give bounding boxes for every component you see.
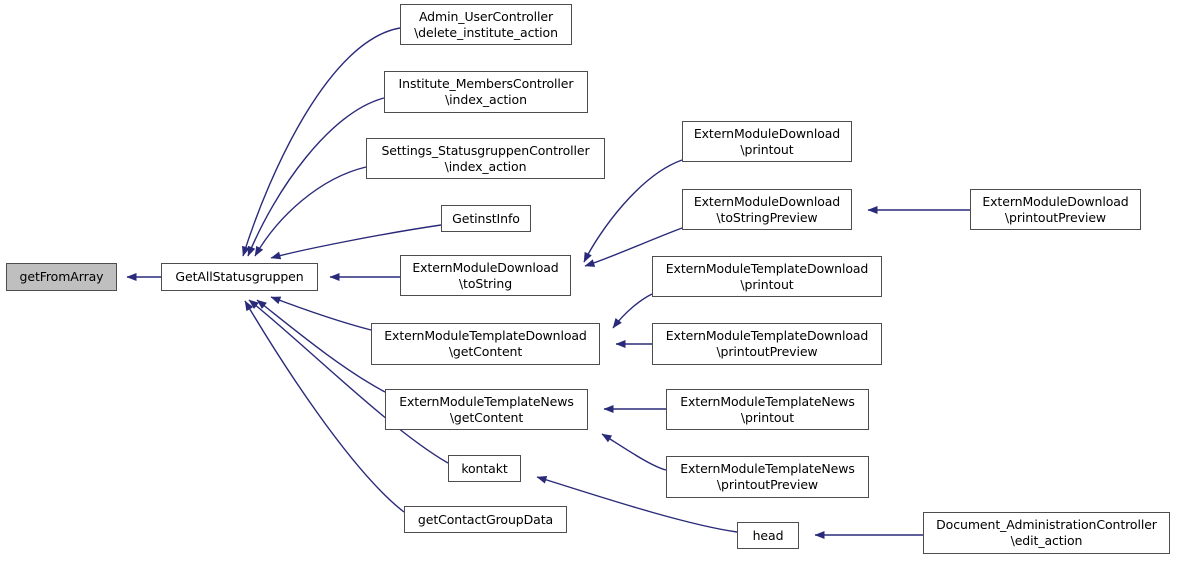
graph-node-label: getFromArray — [19, 269, 104, 284]
graph-node-Settings_StatusgruppenController_index_action[interactable]: Settings_StatusgruppenController \index_… — [366, 138, 605, 179]
graph-node-Admin_UserController_delete_institute_action[interactable]: Admin_UserController \delete_institute_a… — [400, 4, 572, 45]
graph-node-label: ExternModuleTemplateNews \printoutPrevie… — [680, 461, 855, 492]
graph-node-label: head — [752, 527, 784, 543]
call-edge — [601, 433, 667, 471]
graph-node-ExternModuleDownload_toStringPreview[interactable]: ExternModuleDownload \toStringPreview — [682, 189, 852, 230]
graph-node-ExternModuleTemplateNews_printout[interactable]: ExternModuleTemplateNews \printout — [666, 389, 869, 430]
graph-node-ExternModuleDownload_printout[interactable]: ExternModuleDownload \printout — [682, 121, 852, 162]
graph-node-label: Admin_UserController \delete_institute_a… — [414, 8, 558, 40]
graph-node-ExternModuleDownload_printoutPreview[interactable]: ExternModuleDownload \printoutPreview — [970, 189, 1141, 230]
graph-node-label: GetAllStatusgruppen — [175, 269, 304, 284]
graph-node-ExternModuleTemplateDownload_getContent[interactable]: ExternModuleTemplateDownload \getContent — [371, 323, 600, 365]
graph-node-label: ExternModuleTemplateNews \printout — [680, 393, 855, 425]
graph-node-Institute_MembersController_index_action[interactable]: Institute_MembersController \index_actio… — [384, 71, 588, 113]
graph-node-label: getContactGroupData — [417, 511, 554, 527]
graph-node-label: ExternModuleDownload \printoutPreview — [982, 193, 1129, 225]
call-edge — [612, 293, 653, 329]
graph-node-Document_AdministrationController_edit_action[interactable]: Document_AdministrationController \edit_… — [923, 512, 1170, 554]
graph-node-label: ExternModuleTemplateDownload \printout — [665, 260, 869, 292]
call-edge — [270, 296, 372, 331]
graph-node-label: ExternModuleDownload \toStringPreview — [693, 193, 841, 225]
call-edge — [270, 224, 442, 260]
graph-node-kontakt[interactable]: kontakt — [448, 455, 521, 482]
graph-node-label: kontakt — [461, 460, 508, 476]
graph-node-label: ExternModuleDownload \printout — [693, 125, 841, 157]
graph-node-label: Document_AdministrationController \edit_… — [936, 517, 1157, 548]
call-edge — [256, 299, 386, 393]
graph-node-label: ExternModuleTemplateNews \getContent — [399, 393, 574, 425]
graph-node-label: ExternModuleTemplateDownload \getContent — [384, 328, 587, 359]
graph-node-label: Institute_MembersController \index_actio… — [398, 76, 574, 107]
graph-node-getFromArray[interactable]: getFromArray — [6, 263, 117, 291]
graph-node-GetinstInfo[interactable]: GetinstInfo — [441, 205, 531, 232]
graph-node-label: ExternModuleTemplateDownload \printoutPr… — [665, 328, 869, 359]
graph-node-getContactGroupData[interactable]: getContactGroupData — [404, 506, 567, 533]
graph-node-ExternModuleTemplateNews_getContent[interactable]: ExternModuleTemplateNews \getContent — [385, 389, 588, 430]
graph-node-label: Settings_StatusgruppenController \index_… — [381, 142, 590, 174]
graph-node-ExternModuleTemplateNews_printoutPreview[interactable]: ExternModuleTemplateNews \printoutPrevie… — [666, 456, 869, 498]
graph-node-GetAllStatusgruppen[interactable]: GetAllStatusgruppen — [161, 263, 318, 291]
graph-node-ExternModuleTemplateDownload_printoutPreview[interactable]: ExternModuleTemplateDownload \printoutPr… — [652, 323, 882, 365]
call-edge — [254, 166, 367, 257]
graph-node-label: ExternModuleDownload \toString — [412, 259, 559, 291]
call-edge — [247, 97, 385, 257]
graph-node-head[interactable]: head — [737, 522, 799, 549]
graph-node-ExternModuleTemplateDownload_printout[interactable]: ExternModuleTemplateDownload \printout — [652, 256, 882, 297]
graph-node-ExternModuleDownload_toString[interactable]: ExternModuleDownload \toString — [400, 255, 571, 296]
graph-node-label: GetinstInfo — [452, 210, 520, 226]
